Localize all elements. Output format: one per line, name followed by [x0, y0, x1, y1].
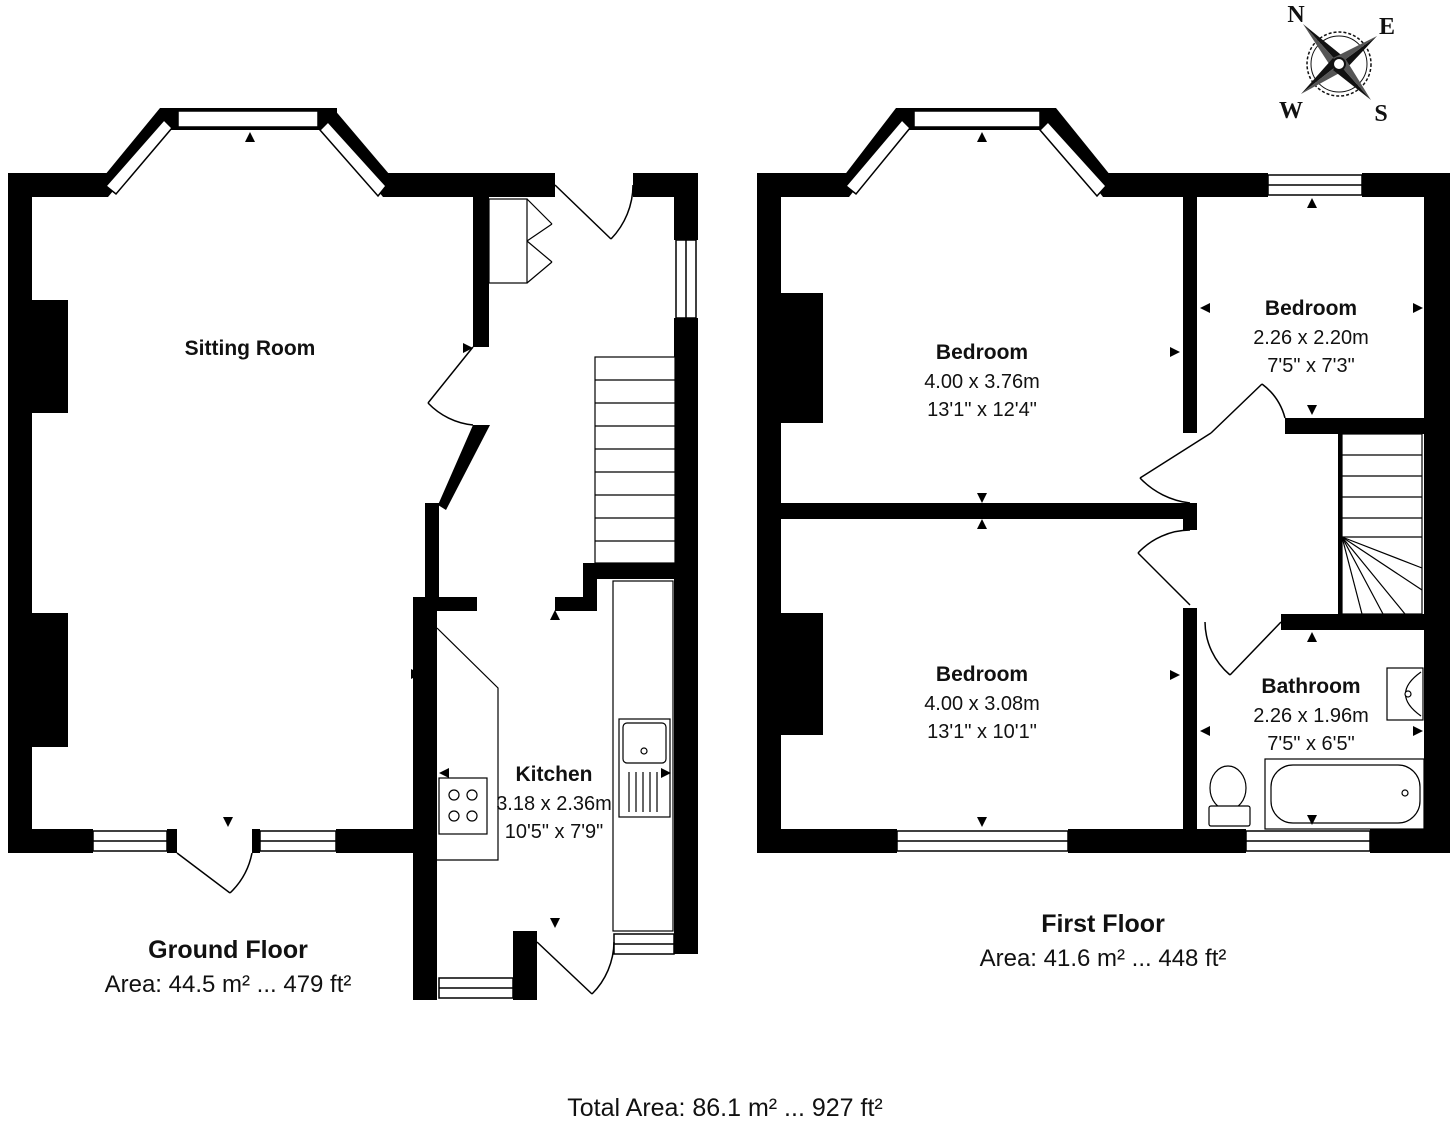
room-dimension-imperial-kitchen: 10'5" x 7'9": [505, 821, 604, 843]
basin-icon: [1386, 667, 1424, 721]
compass-east-label: E: [1379, 14, 1395, 40]
ground-floor-dimension-arrows: [223, 132, 671, 928]
first-floor-area: Area: 41.6 m² ... 448 ft²: [980, 945, 1227, 972]
kitchen-sink-icon: [618, 718, 671, 818]
room-name-bedroom-front: Bedroom: [936, 341, 1028, 364]
first-floor-title: First Floor: [1041, 910, 1165, 938]
room-dimension-metric-kitchen: 3.18 x 2.36m: [496, 793, 612, 815]
room-name-bedroom-rear: Bedroom: [936, 663, 1028, 686]
room-name-bathroom: Bathroom: [1261, 675, 1360, 698]
ground-floor-doors: [176, 184, 634, 995]
bay-window-glazing: [104, 110, 387, 198]
room-dimension-imperial-bedroom-rear: 13'1" x 10'1": [927, 721, 1037, 743]
room-name-bedroom-small: Bedroom: [1265, 297, 1357, 320]
room-name-kitchen: Kitchen: [515, 763, 592, 786]
first-floor-doors: [1137, 383, 1286, 676]
ground-floor-area: Area: 44.5 m² ... 479 ft²: [105, 971, 352, 998]
ground-floor-windows: [92, 239, 697, 999]
room-dimension-imperial-bedroom-front: 13'1" x 12'4": [927, 399, 1037, 421]
room-dimension-imperial-bathroom: 7'5" x 6'5": [1267, 733, 1354, 755]
room-dimension-metric-bedroom-small: 2.26 x 2.20m: [1253, 327, 1369, 349]
ground-floor-walls: [8, 173, 698, 1000]
room-dimension-metric-bedroom-front: 4.00 x 3.76m: [924, 371, 1040, 393]
bay-window-glazing-first: [844, 110, 1108, 198]
toilet-icon: [1208, 765, 1251, 827]
first-floor-staircase: [1341, 433, 1423, 615]
compass-rose-icon: [1301, 24, 1377, 100]
ground-floor-staircase: [594, 356, 676, 564]
compass-west-label: W: [1279, 98, 1303, 124]
bathtub-icon: [1264, 758, 1425, 830]
first-floor-walls: [757, 173, 1450, 853]
compass-south-label: S: [1374, 101, 1387, 127]
first-floor-windows: [896, 174, 1371, 852]
hall-cupboard: [488, 198, 553, 284]
ground-floor-title: Ground Floor: [148, 936, 308, 964]
room-dimension-imperial-bedroom-small: 7'5" x 7'3": [1267, 355, 1354, 377]
room-dimension-metric-bathroom: 2.26 x 1.96m: [1253, 705, 1369, 727]
first-floor-dimension-arrows: [977, 132, 1423, 827]
room-name-sitting-room: Sitting Room: [185, 337, 316, 360]
compass-north-label: N: [1287, 2, 1305, 28]
hob-icon: [438, 777, 488, 835]
room-dimension-metric-bedroom-rear: 4.00 x 3.08m: [924, 693, 1040, 715]
total-area: Total Area: 86.1 m² ... 927 ft²: [567, 1094, 882, 1122]
kitchen-worktops: [436, 580, 674, 932]
